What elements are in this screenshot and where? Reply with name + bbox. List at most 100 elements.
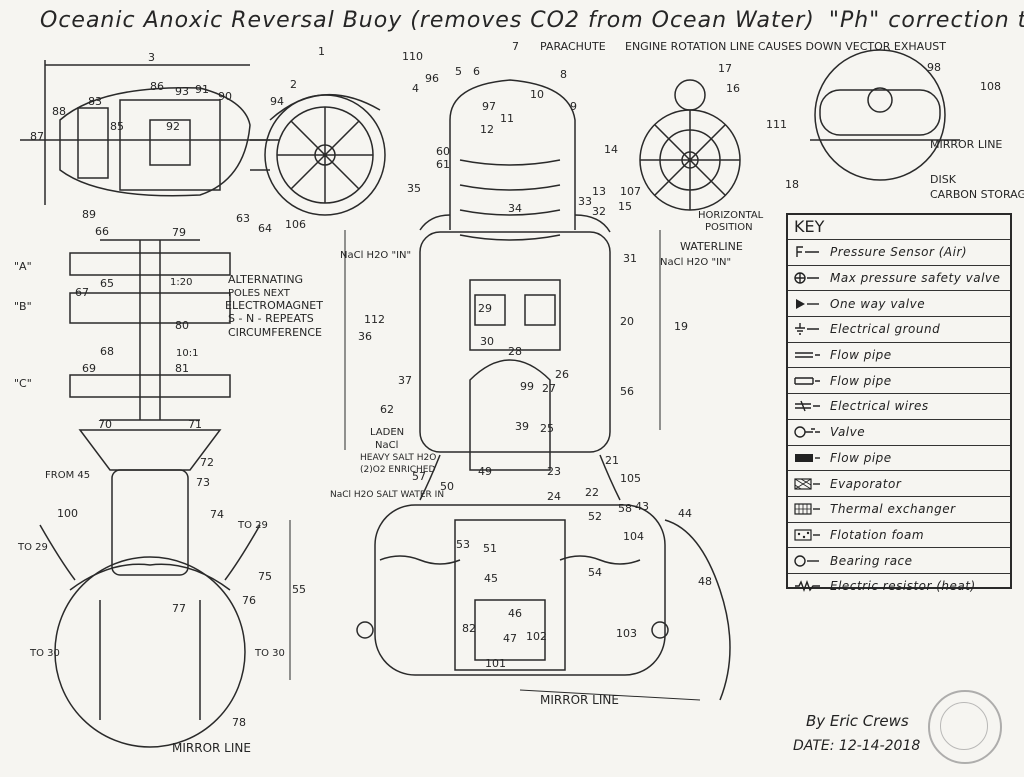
central-tower — [419, 79, 621, 501]
ref-35: 35 — [407, 182, 421, 195]
ref-54: 54 — [588, 566, 602, 579]
key-row: Bearing race — [788, 548, 1010, 574]
ref-66: 66 — [95, 225, 109, 238]
key-label: Bearing race — [830, 553, 913, 568]
label-b: "B" — [14, 300, 32, 313]
label-nacl-in-2: NaCl H2O "IN" — [660, 257, 731, 268]
key-label: Pressure Sensor (Air) — [830, 245, 968, 260]
label-nacl-in-1: NaCl H2O "IN" — [340, 250, 411, 261]
ref-12: 12 — [480, 123, 494, 136]
ref-22: 22 — [585, 486, 599, 499]
flotation-foam-icon — [788, 528, 826, 542]
ref-70: 70 — [98, 418, 112, 431]
key-label: Evaporator — [830, 476, 902, 491]
label-parachute: PARACHUTE — [540, 40, 606, 53]
key-label: Max pressure safety valve — [830, 271, 1001, 286]
label-circumference: CIRCUMFERENCE — [228, 326, 322, 339]
ref-50: 50 — [440, 480, 454, 493]
key-label: One way valve — [830, 296, 926, 311]
top-fan-housing — [250, 93, 386, 216]
key-label: Flow pipe — [830, 348, 892, 363]
label-mirror-center: MIRROR LINE — [540, 693, 619, 707]
ref-82: 82 — [462, 622, 476, 635]
ref-102: 102 — [526, 630, 547, 643]
wires-icon — [788, 399, 826, 413]
label-mirror-top: MIRROR LINE — [930, 138, 1002, 151]
ref-73: 73 — [196, 476, 210, 489]
flow-pipe-icon — [788, 348, 826, 362]
label-waterline: WATERLINE — [680, 240, 743, 253]
label-o2: (2)O2 ENRICHED — [360, 465, 435, 475]
key-label: Valve — [830, 425, 866, 440]
key-row: Evaporator — [788, 471, 1010, 497]
ref-81: 81 — [175, 362, 189, 375]
seal-stamp-inner — [940, 702, 988, 750]
ref-17: 17 — [718, 62, 732, 75]
label-ratio2: 10:1 — [176, 348, 198, 359]
ref-14: 14 — [604, 143, 618, 156]
ref-49: 49 — [478, 465, 492, 478]
electromagnet-column — [69, 239, 231, 421]
label-to30b: TO 30 — [254, 648, 285, 659]
ref-55: 55 — [292, 583, 306, 596]
key-row: Flotation foam — [788, 523, 1010, 549]
flow-pipe-heavy-icon — [788, 451, 826, 465]
ref-108: 108 — [980, 80, 1001, 93]
ref-74: 74 — [210, 508, 224, 521]
ref-94: 94 — [270, 95, 284, 108]
key-label: Thermal exchanger — [830, 502, 956, 517]
ref-98: 98 — [927, 61, 941, 74]
ref-39: 39 — [515, 420, 529, 433]
ref-26: 26 — [555, 368, 569, 381]
ref-93: 93 — [175, 85, 189, 98]
ref-33: 33 — [578, 195, 592, 208]
ref-46: 46 — [508, 607, 522, 620]
label-position: POSITION — [705, 222, 753, 233]
diagram-title: Oceanic Anoxic Reversal Buoy (removes CO… — [40, 8, 1024, 33]
ref-56: 56 — [620, 385, 634, 398]
ref-30: 30 — [480, 335, 494, 348]
label-poles: POLES NEXT — [228, 288, 291, 299]
ref-37: 37 — [398, 374, 412, 387]
reference-numbers: 3 1 110 2 94 86 93 91 90 88 83 85 87 92 … — [30, 40, 1001, 729]
ground-icon — [788, 322, 826, 336]
ref-2: 2 — [290, 78, 297, 91]
ref-107: 107 — [620, 185, 641, 198]
ref-103: 103 — [616, 627, 637, 640]
ref-92: 92 — [166, 120, 180, 133]
ref-75: 75 — [258, 570, 272, 583]
label-horizontal: HORIZONTAL — [698, 210, 764, 221]
key-row: Flow pipe — [788, 343, 1010, 369]
ref-32: 32 — [592, 205, 606, 218]
seal-stamp — [928, 690, 1002, 764]
key-label: Flotation foam — [830, 527, 925, 542]
ref-52: 52 — [588, 510, 602, 523]
ref-36: 36 — [358, 330, 372, 343]
ref-72: 72 — [200, 456, 214, 469]
safety-valve-icon — [788, 271, 826, 285]
ref-9: 9 — [570, 100, 577, 113]
ref-61: 61 — [436, 158, 450, 171]
one-way-valve-icon — [788, 297, 826, 311]
ref-71: 71 — [188, 418, 202, 431]
key-row: Pressure Sensor (Air) — [788, 240, 1010, 266]
key-label: Flow pipe — [830, 373, 892, 388]
top-left-engine-housing — [20, 60, 280, 205]
label-salt-water-in: NaCl H2O SALT WATER IN — [330, 490, 444, 500]
ref-13: 13 — [592, 185, 606, 198]
title-ph: "Ph" correction tool — [828, 8, 1024, 33]
key-row: Electrical wires — [788, 394, 1010, 420]
ref-28: 28 — [508, 345, 522, 358]
ref-88: 88 — [52, 105, 66, 118]
key-label: Electric resistor (heat) — [830, 579, 976, 594]
dimension-lines — [289, 230, 701, 701]
label-mirror-bottom: MIRROR LINE — [172, 741, 251, 755]
ref-53: 53 — [456, 538, 470, 551]
label-from45: FROM 45 — [45, 470, 90, 481]
ref-89: 89 — [82, 208, 96, 221]
key-label: Electrical ground — [830, 322, 941, 337]
label-disk: DISK — [930, 173, 957, 186]
ref-58: 58 — [618, 502, 632, 515]
key-label: Electrical wires — [830, 399, 929, 414]
